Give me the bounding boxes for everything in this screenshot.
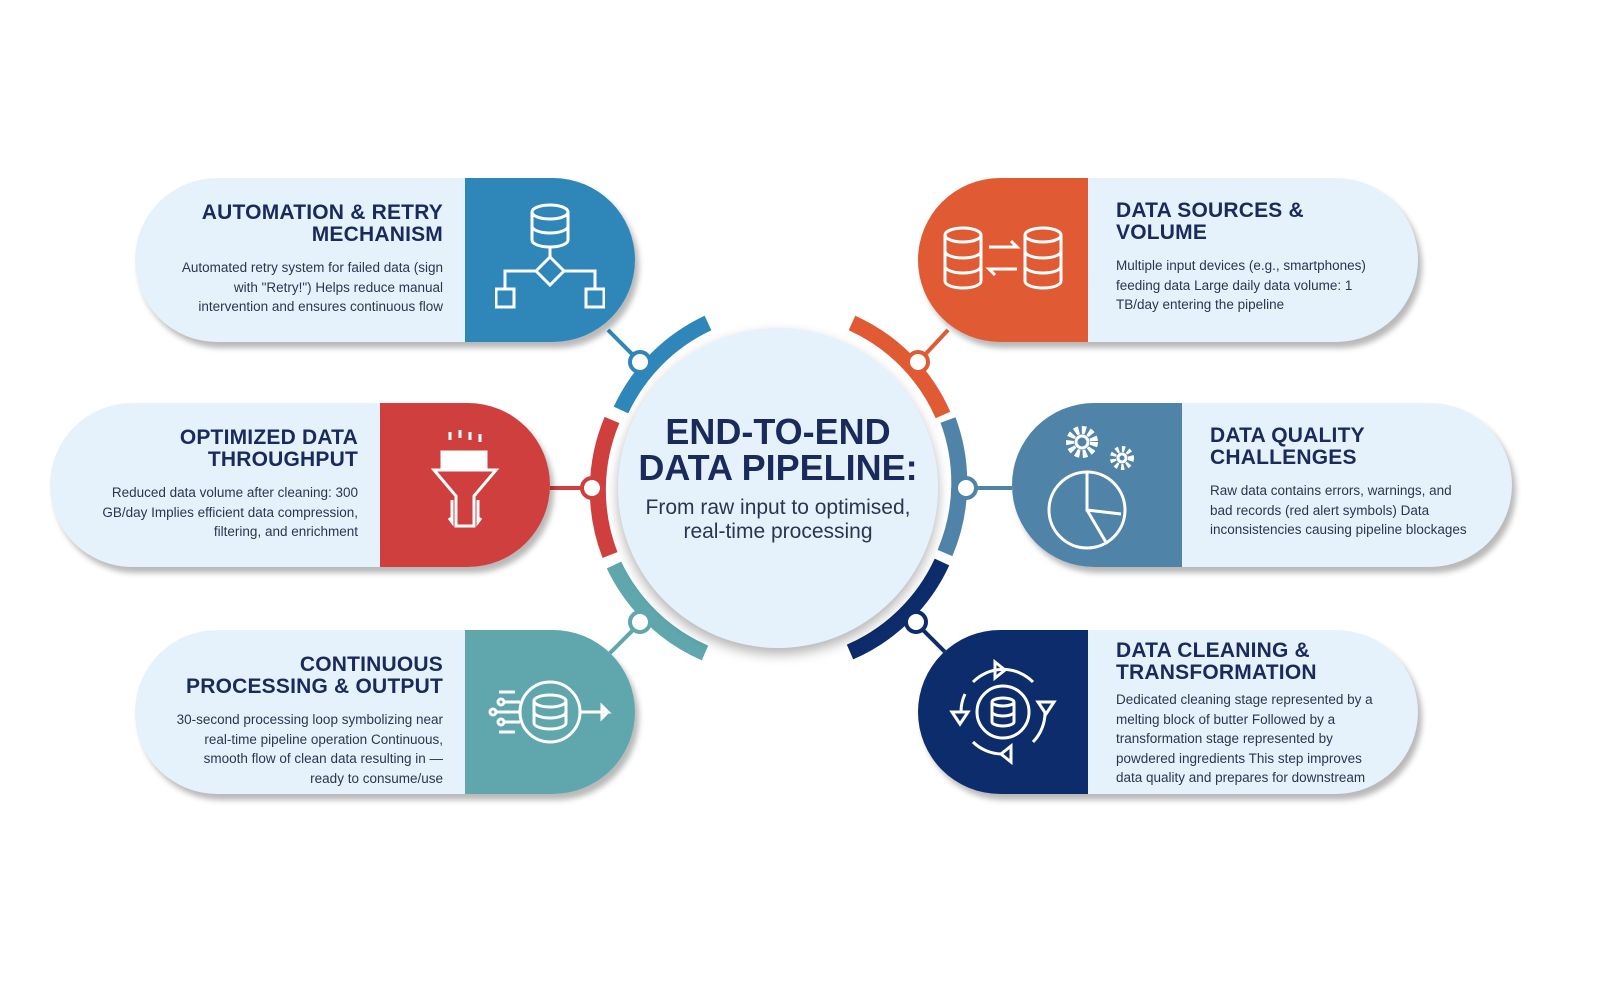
card-title: AUTOMATION & RETRY MECHANISM (201, 201, 443, 246)
card-continuous-processing: CONTINUOUS PROCESSING & OUTPUT 30-second … (135, 630, 635, 794)
card-title: DATA SOURCES & VOLUME (1116, 199, 1304, 244)
funnel-icon (380, 403, 550, 567)
ring-segment-orange (848, 315, 951, 419)
card-title: DATA QUALITY CHALLENGES (1210, 424, 1365, 469)
card-optimized-throughput: OPTIMIZED DATA THROUGHPUT Reduced data vo… (50, 403, 550, 567)
card-text: Automated retry system for failed data (… (181, 260, 443, 314)
card-text: Reduced data volume after cleaning: 300 … (102, 485, 358, 539)
database-output-icon (465, 630, 635, 794)
ring-segment-blue (613, 315, 712, 414)
card-text: Multiple input devices (e.g., smartphone… (1116, 258, 1366, 312)
card-automation-retry: AUTOMATION & RETRY MECHANISM Automated re… (135, 178, 635, 342)
center-subtitle: From raw input to optimised,real-time pr… (645, 496, 911, 543)
card-title: CONTINUOUS PROCESSING & OUTPUT (186, 653, 443, 698)
gears-pie-chart-icon (1012, 403, 1182, 567)
database-cycle-icon (918, 630, 1088, 794)
card-data-cleaning: DATA CLEANING & TRANSFORMATION Dedicated … (918, 630, 1418, 794)
card-title: OPTIMIZED DATA THROUGHPUT (179, 426, 358, 471)
flowchart-database-icon (465, 178, 635, 342)
card-text: Dedicated cleaning stage represented by … (1116, 692, 1373, 794)
ring-segment-teal (606, 561, 709, 661)
card-data-quality: DATA QUALITY CHALLENGES Raw data contains… (1012, 403, 1512, 567)
database-sync-icon (918, 178, 1088, 342)
card-text: 30-second processing loop symbolizing ne… (176, 712, 443, 786)
ring-segment-navy (846, 558, 950, 660)
card-text: Raw data contains errors, warnings, and … (1210, 483, 1467, 537)
card-data-sources: DATA SOURCES & VOLUME Multiple input devi… (918, 178, 1418, 342)
card-title: DATA CLEANING & TRANSFORMATION (1116, 639, 1317, 684)
